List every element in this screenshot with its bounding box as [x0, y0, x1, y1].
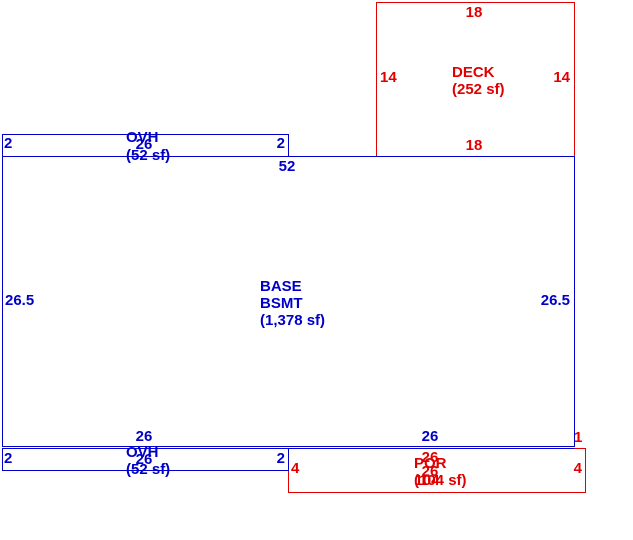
deck-left-dimension: 14: [380, 69, 397, 86]
base-right-dimension: 26.5: [541, 292, 570, 309]
ovh-top-right-dimension: 2: [277, 135, 285, 152]
por-overlap-a: 26: [422, 463, 439, 480]
ovh-top-name: OVH: [126, 129, 159, 146]
deck-labels: 18 14 14 DECK (252 sf) 18: [380, 4, 571, 154]
porch-labels: 4 4 26 POR 26 104 (104 sf): [291, 449, 583, 489]
ovh-top-width: 26: [136, 136, 153, 153]
por-name: POR: [414, 455, 447, 472]
base-name: BASE: [260, 278, 302, 295]
por-right-dimension: 4: [574, 460, 583, 477]
overhang-bottom-labels: 2 2 OVH 26 (52 sf): [4, 444, 285, 478]
base-basement-outline: [2, 156, 575, 447]
deck-name: DECK: [452, 64, 495, 81]
ovh-top-area: (52 sf): [126, 147, 170, 164]
base-labels: 52 26.5 26.5 BASE BSMT (1,378 sf) 26 26: [5, 158, 570, 445]
deck-top-dimension: 18: [466, 4, 483, 21]
overhang-top-labels: 2 2 OVH 26 (52 sf): [4, 129, 285, 164]
base-area: (1,378 sf): [260, 312, 325, 329]
base-type: BSMT: [260, 295, 303, 312]
por-area: (104 sf): [414, 472, 467, 489]
deck-bottom-dimension: 18: [466, 137, 483, 154]
ovh-bottom-right-dimension: 2: [277, 450, 285, 467]
base-corner-dimension: 1: [574, 429, 582, 446]
deck-area: (252 sf): [452, 81, 505, 98]
por-left-dimension: 4: [291, 460, 300, 477]
base-left-dimension: 26.5: [5, 292, 34, 309]
base-bottom-left-dimension: 26: [136, 428, 153, 445]
ovh-bottom-width: 26: [136, 451, 153, 468]
ovh-bottom-left-dimension: 2: [4, 450, 12, 467]
base-bottom-right-dimension: 26: [422, 428, 439, 445]
ovh-top-left-dimension: 2: [4, 135, 12, 152]
deck-right-dimension: 14: [553, 69, 570, 86]
ovh-bottom-name: OVH: [126, 444, 159, 461]
base-top-dimension: 52: [279, 158, 296, 175]
por-overlap-b: 104: [414, 472, 440, 489]
por-top-dimension: 26: [422, 449, 439, 466]
ovh-bottom-area: (52 sf): [126, 461, 170, 478]
